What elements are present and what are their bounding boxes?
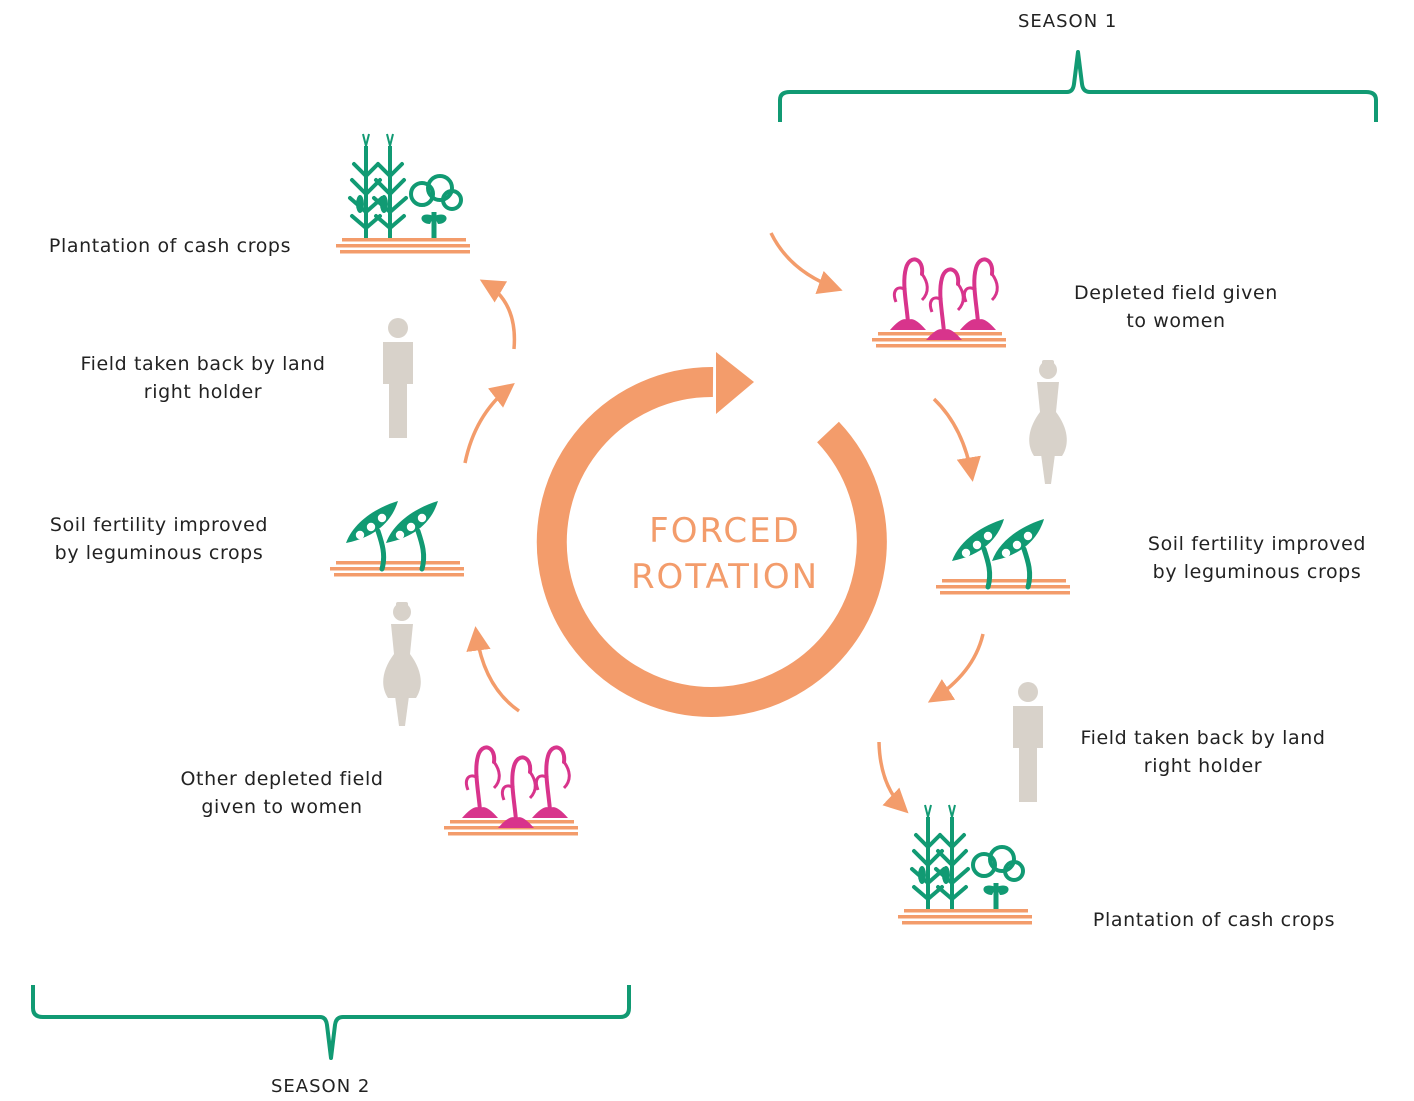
s2-taken-back-label: Field taken back by land right holder [60,350,346,406]
legume-pods-icon [330,501,464,577]
s1-depleted-label: Depleted field given to women [1046,279,1306,335]
season1-bracket [778,50,1378,122]
season2-bracket [31,985,631,1060]
s2-depleted-line1: Other depleted field [180,768,384,790]
rotation-arc [536,366,887,717]
flow-arrow [877,741,909,814]
man-silhouette-icon [1013,682,1043,802]
s2-depleted-label: Other depleted field given to women [152,765,412,821]
s1-depleted-line2: to women [1126,310,1226,332]
maize-and-cotton-icon [336,134,470,254]
rotation-arrowhead [716,352,754,414]
man-silhouette-icon [383,318,413,438]
woman-silhouette-icon [383,602,421,726]
flow-arrow [932,397,981,482]
s2-soil-line1: Soil fertility improved [49,514,269,536]
maize-and-cotton-icon [898,805,1032,925]
flow-arrow [479,279,517,350]
s1-taken-back-label: Field taken back by land right holder [1060,724,1346,780]
legume-pods-icon [936,519,1070,595]
s2-depleted-line2: given to women [201,796,363,818]
s2-taken-back-line1: Field taken back by land [80,353,326,375]
center-title: FORCED ROTATION [600,508,850,600]
season2-label: SEASON 2 [271,1076,371,1097]
wilted-plants-icon [872,259,1006,347]
flow-arrow [466,626,520,713]
s1-soil-line1: Soil fertility improved [1147,533,1367,555]
woman-silhouette-icon [1029,360,1067,484]
flow-arrow [769,232,843,294]
s1-depleted-line1: Depleted field given [1074,282,1278,304]
flow-arrow [927,633,985,703]
s2-soil-label: Soil fertility improved by leguminous cr… [24,511,294,567]
s1-taken-back-line1: Field taken back by land [1080,727,1326,749]
season1-label: SEASON 1 [1018,11,1118,32]
s2-taken-back-line2: right holder [143,381,263,403]
s2-soil-line2: by leguminous crops [54,542,264,564]
flow-arrow [463,382,515,464]
s2-cash-crops-label: Plantation of cash crops [48,235,292,257]
s1-taken-back-line2: right holder [1143,755,1263,777]
wilted-plants-icon [444,747,578,835]
center-title-line2: ROTATION [630,557,820,597]
s1-soil-line2: by leguminous crops [1152,561,1362,583]
s1-cash-crops-label: Plantation of cash crops [1092,909,1336,931]
s1-soil-label: Soil fertility improved by leguminous cr… [1122,530,1392,586]
center-title-line1: FORCED [649,511,801,551]
